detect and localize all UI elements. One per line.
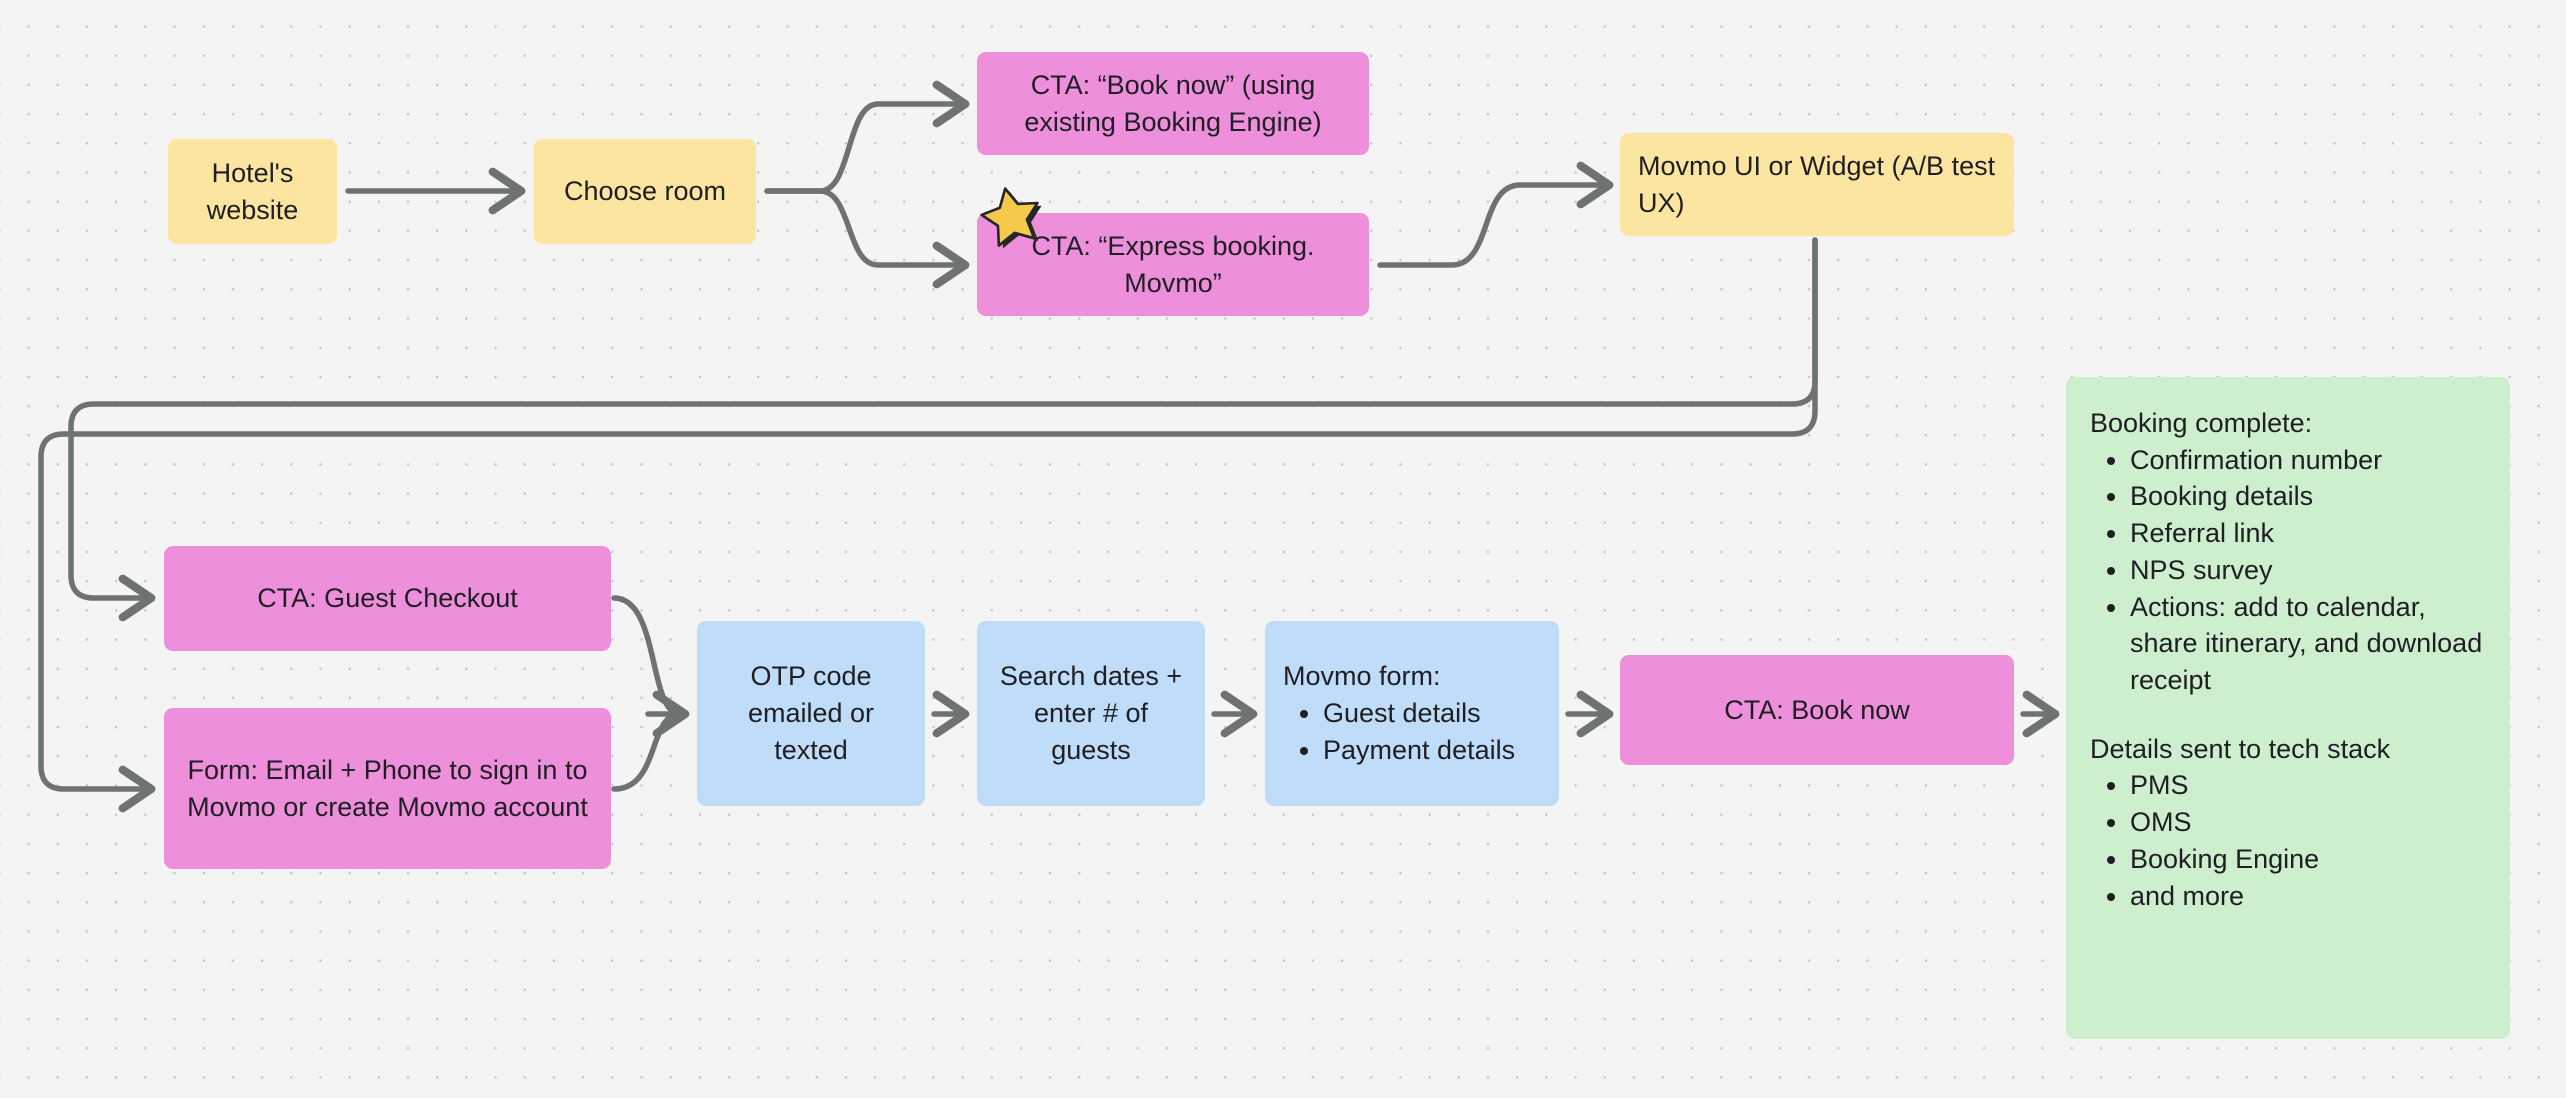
edge-cta-guest-checkout-to-otp [611,595,683,717]
node-form-email-phone[interactable]: Form: Email + Phone to sign in to Movmo … [164,708,611,869]
node-cta-guest-checkout-label: CTA: Guest Checkout [257,583,518,614]
node-movmo-ui-widget-label: Movmo UI or Widget (A/B test UX) [1638,150,1996,218]
node-cta-book-now-booking-engine-label: CTA: “Book now” (using existing Booking … [1024,69,1322,137]
node-choose-room-label: Choose room [563,176,727,207]
list-item: Confirmation number [2130,442,2486,479]
list-item: Referral link [2130,515,2486,552]
node-movmo-form-list: Guest details Payment details [1283,695,1541,768]
node-cta-book-now[interactable]: CTA: Book now [1620,655,2014,765]
node-cta-book-now-booking-engine[interactable]: CTA: “Book now” (using existing Booking … [977,52,1369,155]
node-movmo-form-content: Movmo form: Guest details Payment detail… [1283,658,1541,768]
node-search-dates-label: Search dates + enter # of guests [999,661,1183,765]
edge-cta-express-to-movmo-ui [1377,161,1614,268]
list-item: Actions: add to calendar, share itinerar… [2130,589,2486,699]
list-item: PMS [2130,767,2486,804]
node-movmo-ui-widget[interactable]: Movmo UI or Widget (A/B test UX) [1620,133,2014,236]
node-otp-code-label: OTP code emailed or texted [747,661,875,765]
list-item: and more [2130,878,2486,915]
node-cta-book-now-label: CTA: Book now [1724,694,1910,725]
edge-form-email-phone-to-otp [611,711,683,792]
node-hotel-website-label: Hotel's website [206,157,299,225]
node-hotel-website[interactable]: Hotel's website [168,139,337,244]
node-otp-code[interactable]: OTP code emailed or texted [697,621,925,806]
edge-movmo-ui-to-cta-guest-checkout [68,237,1818,622]
node-booking-complete[interactable]: Booking complete: Confirmation number Bo… [2066,377,2510,1039]
edge-choose-room-to-cta-express [764,188,970,289]
node-search-dates[interactable]: Search dates + enter # of guests [977,621,1205,806]
list-item: Payment details [1323,732,1541,769]
booking-complete-section: Booking complete: Confirmation number Bo… [2090,405,2486,699]
star-icon[interactable] [977,182,1045,250]
booking-complete-list: Confirmation number Booking details Refe… [2090,442,2486,699]
node-movmo-form-heading: Movmo form: [1283,661,1441,692]
tech-stack-heading: Details sent to tech stack [2090,733,2391,764]
node-choose-room[interactable]: Choose room [534,139,756,244]
list-item: Booking details [2130,478,2486,515]
tech-stack-section: Details sent to tech stack PMS OMS Booki… [2090,731,2486,915]
booking-complete-heading: Booking complete: [2090,408,2313,438]
node-cta-express-booking[interactable]: CTA: “Express booking. Movmo” [977,213,1369,316]
node-cta-guest-checkout[interactable]: CTA: Guest Checkout [164,546,611,651]
node-form-email-phone-label: Form: Email + Phone to sign in to Movmo … [187,754,588,822]
list-item: OMS [2130,804,2486,841]
node-cta-express-booking-label: CTA: “Express booking. Movmo” [1031,230,1315,298]
edge-choose-room-to-cta-book-now-be [764,80,970,194]
tech-stack-list: PMS OMS Booking Engine and more [2090,767,2486,914]
list-item: Booking Engine [2130,841,2486,878]
list-item: NPS survey [2130,552,2486,589]
node-movmo-form[interactable]: Movmo form: Guest details Payment detail… [1265,621,1559,806]
list-item: Guest details [1323,695,1541,732]
